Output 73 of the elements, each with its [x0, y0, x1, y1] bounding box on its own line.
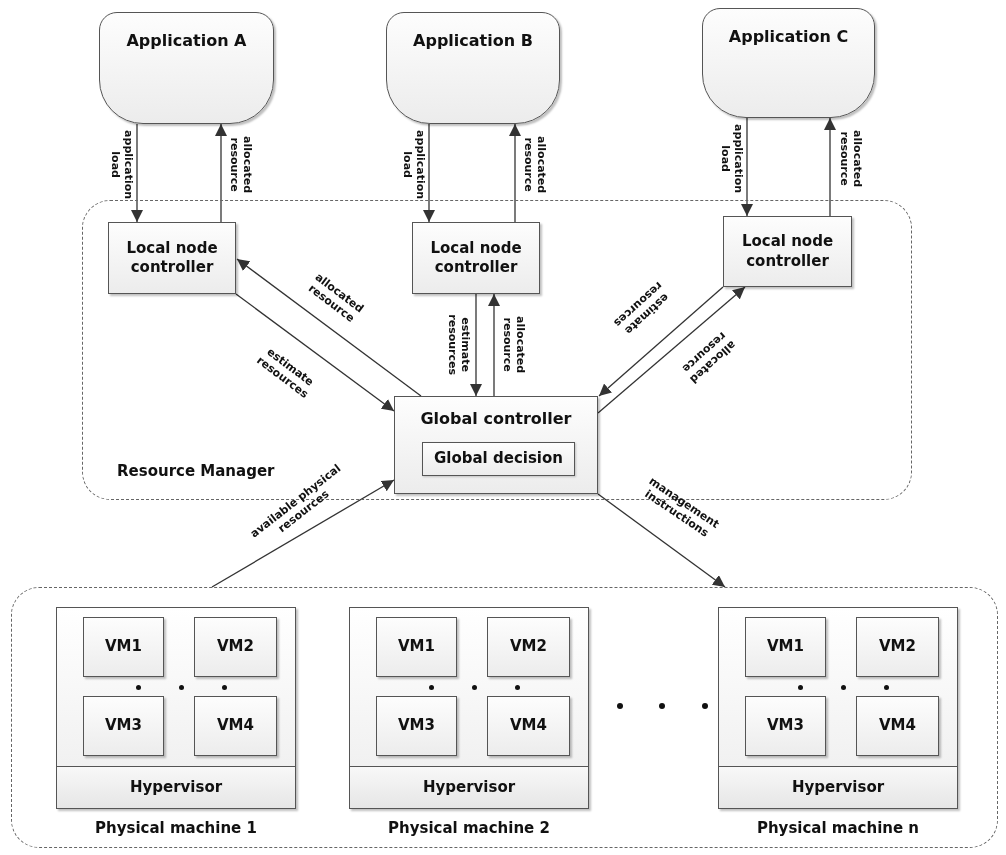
arrow [509, 123, 521, 223]
node-label: Local node controller [125, 238, 219, 278]
node-label: Hypervisor [129, 777, 223, 798]
hypervisor-band [56, 766, 296, 809]
edge-label: application load [108, 129, 134, 202]
node-label: VM3 [105, 716, 142, 736]
controller-box [394, 396, 598, 494]
edge-label: allocated resource [521, 135, 547, 196]
node-label: VM2 [217, 637, 254, 657]
edge-label: estimate resources [445, 313, 471, 378]
node-label: Local node controller [740, 232, 835, 271]
node-label: Hypervisor [791, 777, 885, 798]
application-box [386, 12, 560, 124]
node-label: Application A [126, 31, 247, 52]
machine-caption: Physical machine n [755, 818, 921, 838]
node-label: Global decision [434, 449, 563, 469]
arrow [824, 117, 836, 217]
node-label: VM4 [879, 716, 916, 736]
node-label: VM3 [398, 716, 435, 736]
vm-box [194, 617, 277, 677]
node-label: Application C [728, 27, 849, 48]
arrow [741, 117, 753, 217]
node-label: Global controller [420, 409, 572, 430]
arrow [470, 293, 482, 397]
node-label: Application B [413, 31, 533, 52]
application-box [99, 12, 274, 124]
node-label: VM2 [510, 637, 547, 657]
vm-box [194, 696, 277, 756]
vm-box [745, 696, 826, 756]
node-label: VM4 [510, 716, 547, 736]
arrow [211, 479, 395, 588]
controller-box [412, 222, 540, 294]
vm-box [856, 696, 939, 756]
edge-label: application load [400, 129, 426, 202]
node-label: VM1 [767, 637, 804, 657]
node-label: VM3 [767, 716, 804, 736]
edge-label: application load [718, 123, 744, 196]
controller-box [723, 216, 852, 287]
edge-label: allocated resource [227, 135, 253, 196]
machine-caption: Physical machine 2 [387, 818, 551, 838]
vm-box [745, 617, 826, 677]
node-label: VM2 [879, 637, 916, 657]
arrow [597, 493, 726, 588]
machine-caption: Physical machine 1 [94, 818, 258, 838]
node-label: Hypervisor [422, 777, 516, 798]
arrow [598, 286, 724, 397]
vm-box [83, 696, 164, 756]
node-label: Local node controller [429, 238, 523, 278]
hypervisor-band [718, 766, 958, 809]
application-box [702, 8, 875, 118]
machine-cluster [11, 587, 998, 848]
arrow [597, 286, 746, 414]
node-label: VM4 [217, 716, 254, 736]
arrow [131, 123, 143, 223]
decision-box [422, 442, 575, 476]
node-label: VM1 [105, 637, 142, 657]
vm-box [487, 617, 570, 677]
edge-label: allocated resource [837, 129, 863, 190]
arrow [488, 293, 500, 397]
group-title: Resource Manager [117, 461, 275, 481]
arrow [236, 258, 422, 397]
vm-box [83, 617, 164, 677]
arrow [215, 123, 227, 223]
vm-box [376, 696, 457, 756]
vm-box [376, 617, 457, 677]
node-label: VM1 [398, 637, 435, 657]
edge-label: allocated resource [500, 315, 526, 376]
hypervisor-band [349, 766, 589, 809]
arrow [235, 293, 395, 412]
vm-box [487, 696, 570, 756]
controller-box [108, 222, 236, 294]
vm-box [856, 617, 939, 677]
arrow [423, 123, 435, 223]
